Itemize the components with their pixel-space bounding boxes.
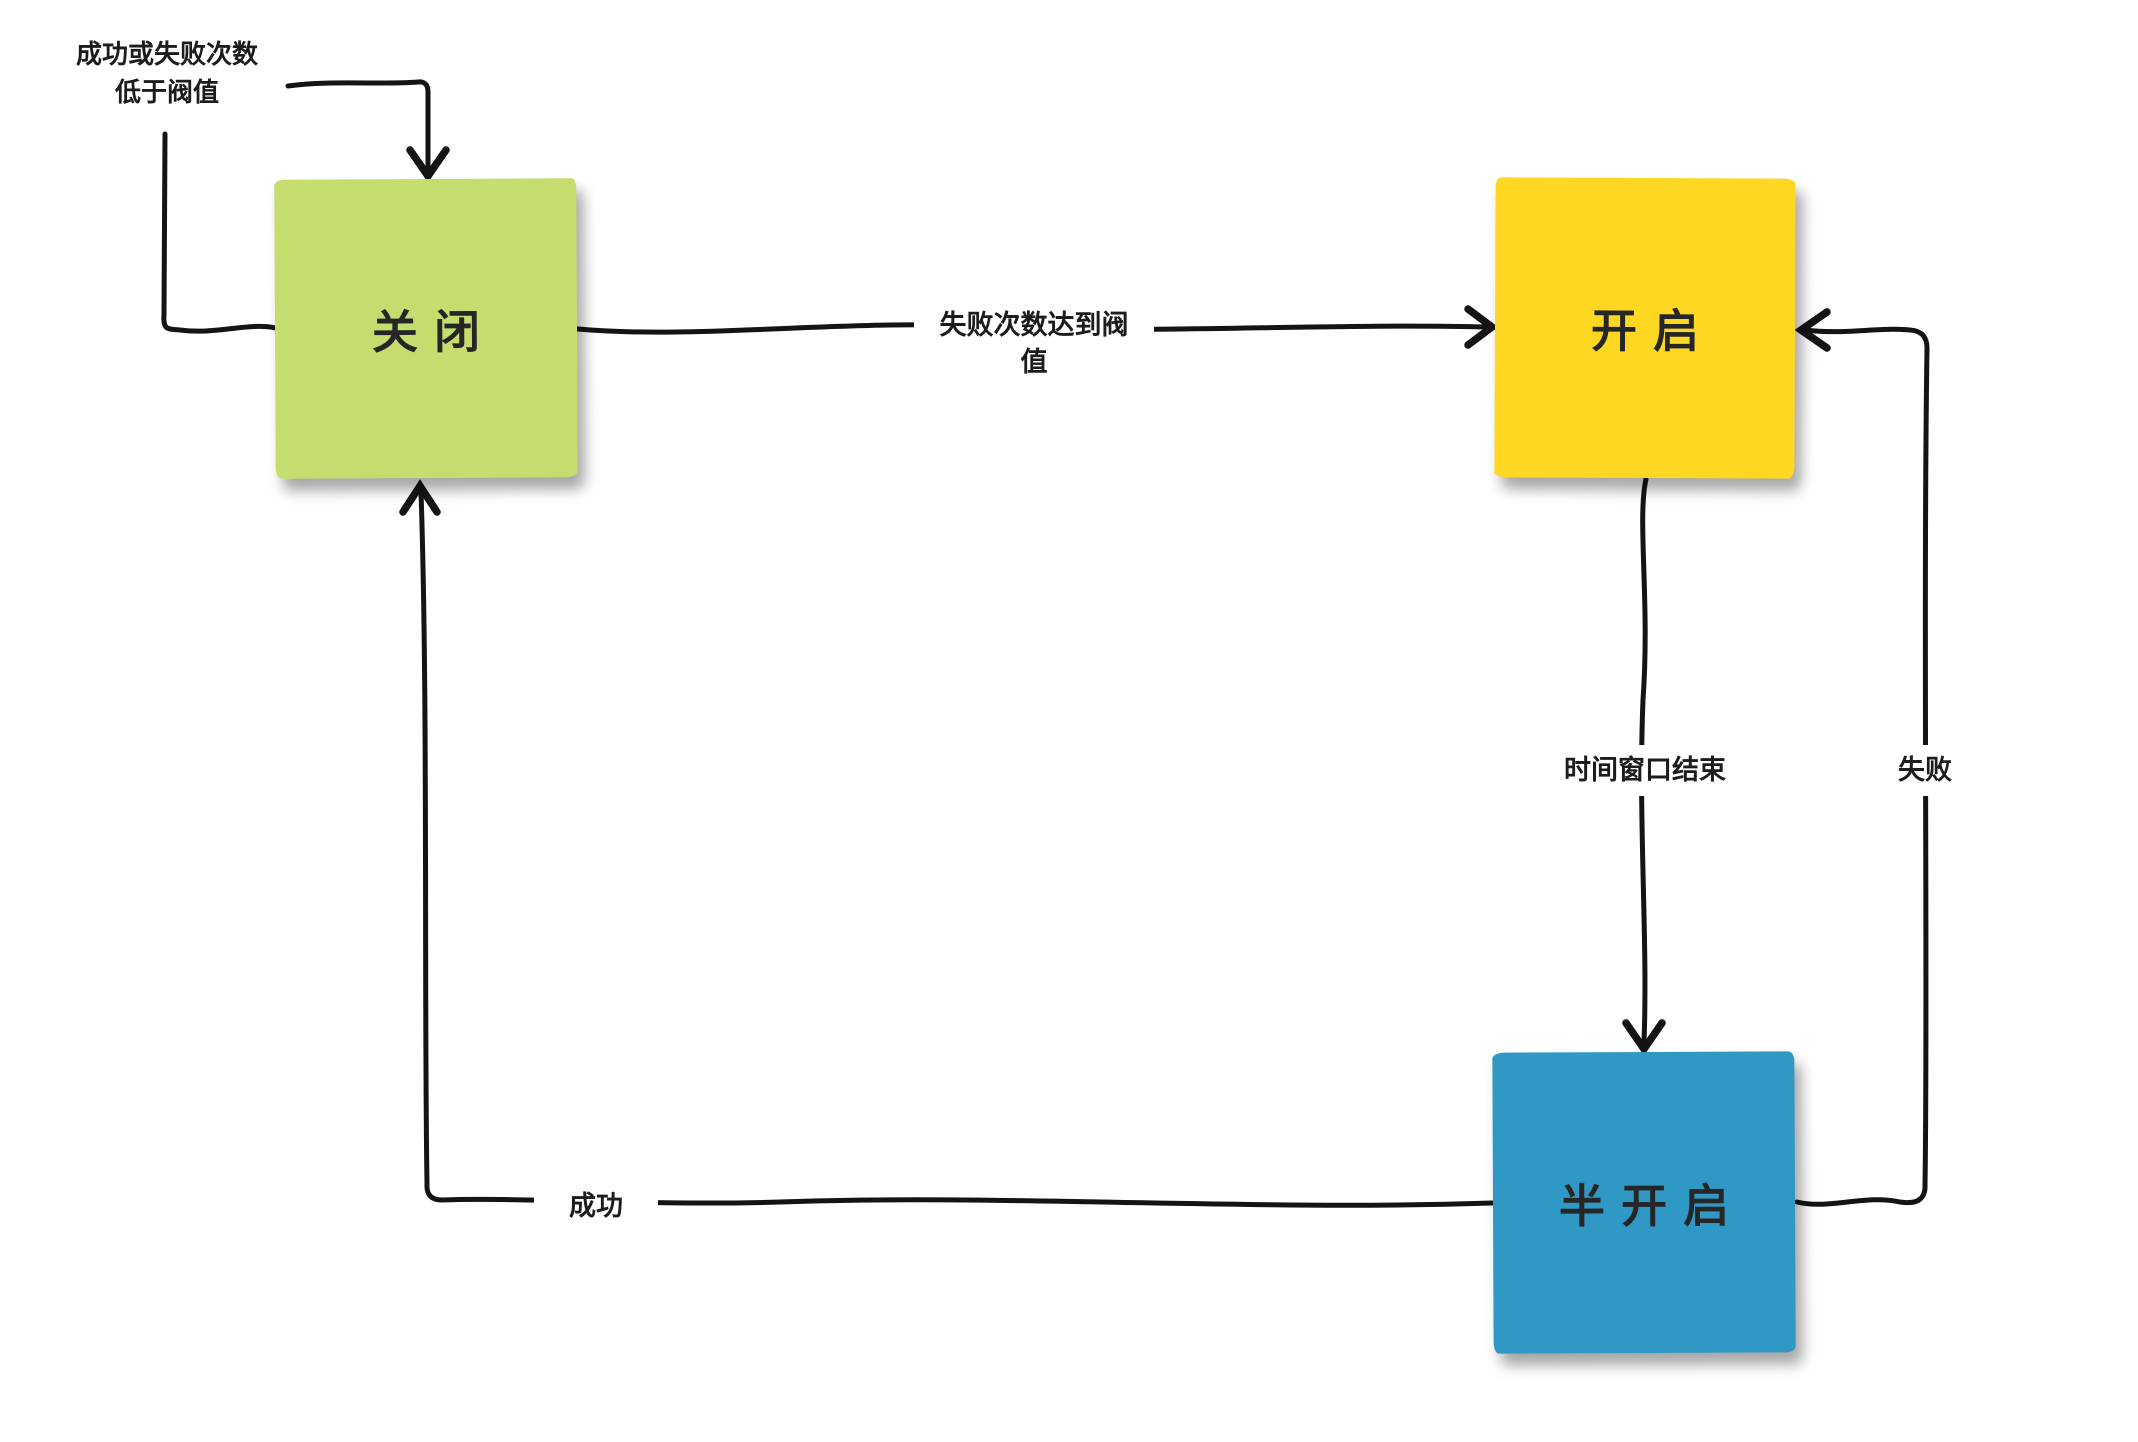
state-node-half-open-label: 半开启 bbox=[1558, 1178, 1746, 1233]
edge-closed-self-entry-line bbox=[285, 79, 431, 173]
edge-open-to-half bbox=[1622, 476, 1666, 1056]
edge-label-closed-self-line1: 成功或失败次数 bbox=[75, 40, 258, 70]
edge-closed-self bbox=[161, 79, 450, 334]
state-node-half-open: 半开启 bbox=[1492, 1051, 1796, 1354]
edge-half-to-open-arrowhead bbox=[1794, 308, 1831, 352]
edge-closed-self-arrowhead bbox=[406, 146, 450, 183]
edge-open-to-half-line bbox=[1639, 476, 1649, 1045]
edge-half-to-open bbox=[1794, 308, 1930, 1207]
edge-label-closed-self: 成功或失败次数 低于阀值 bbox=[37, 36, 297, 112]
edge-label-closed-to-open-line2: 值 bbox=[1020, 347, 1048, 378]
edge-open-to-half-arrowhead bbox=[1622, 1019, 1666, 1056]
edge-half-to-closed bbox=[399, 479, 1495, 1208]
state-node-open-label: 开启 bbox=[1590, 303, 1716, 359]
edge-label-open-to-half: 时间窗口结束 bbox=[1525, 745, 1765, 796]
edge-label-closed-to-open-line1: 失败次数达到阀 bbox=[939, 310, 1129, 341]
edge-half-to-closed-arrowhead bbox=[399, 479, 441, 516]
edge-closed-self-exit-line bbox=[161, 131, 279, 334]
edge-closed-to-open-arrowhead bbox=[1464, 305, 1499, 349]
edge-label-closed-self-line2: 低于阀值 bbox=[114, 78, 219, 108]
edge-label-half-to-open: 失败 bbox=[1863, 745, 1987, 796]
state-node-closed-label: 关闭 bbox=[371, 304, 497, 359]
state-node-closed: 关闭 bbox=[274, 178, 578, 479]
edge-label-closed-to-open: 失败次数达到阀 值 bbox=[914, 300, 1154, 388]
edge-half-to-closed-line bbox=[418, 489, 1495, 1208]
edge-half-to-open-line bbox=[1794, 326, 1930, 1207]
edge-label-half-to-closed: 成功 bbox=[534, 1181, 658, 1232]
state-node-open: 开启 bbox=[1494, 177, 1796, 479]
